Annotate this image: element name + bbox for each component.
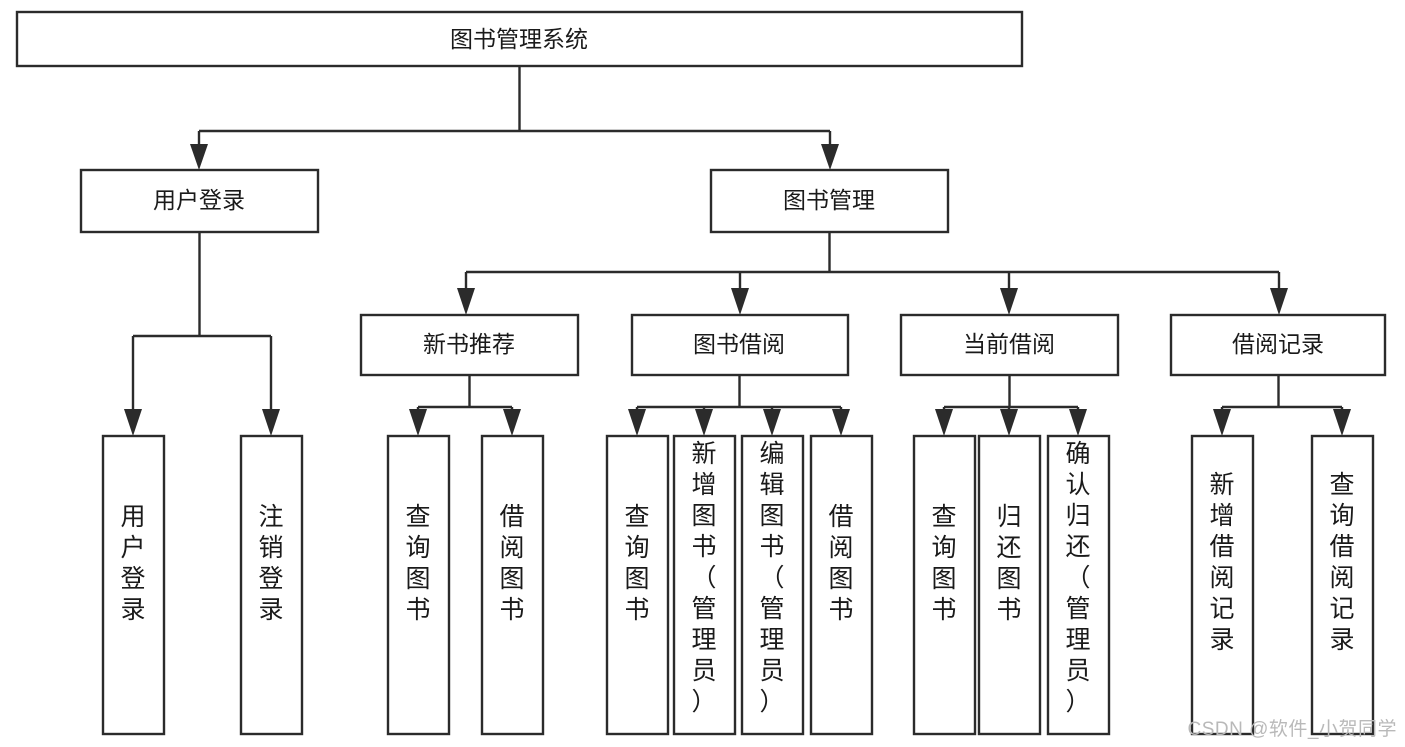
- leaf-label-vertical: 查询借阅记录: [1329, 471, 1354, 654]
- leaf-user-login-logout[interactable]: 注销登录: [239, 434, 304, 736]
- node-borrow-record[interactable]: 借阅记录: [1169, 313, 1387, 377]
- arrow-head-icon: [124, 409, 142, 436]
- arrow-head-icon: [409, 409, 427, 436]
- leaf-label-vertical: 查询图书: [931, 503, 956, 624]
- edge-group-root: [190, 66, 839, 170]
- leaf-label-vertical: 借阅图书: [499, 503, 524, 624]
- leaf-label-vertical: 新增借阅记录: [1209, 471, 1234, 654]
- leaf-new-book-query[interactable]: 查询图书: [386, 434, 451, 736]
- arrow-head-icon: [832, 409, 850, 436]
- arrow-head-icon: [190, 144, 208, 170]
- node-book-borrow[interactable]: 图书借阅: [630, 313, 850, 377]
- leaf-record-add[interactable]: 新增借阅记录: [1190, 434, 1255, 736]
- arrow-head-icon: [457, 288, 475, 315]
- arrow-head-icon: [1000, 288, 1018, 315]
- leaf-label-vertical: 新增图书（管理员）: [691, 440, 716, 716]
- arrow-head-icon: [1069, 409, 1087, 436]
- node-current-borrow[interactable]: 当前借阅: [899, 313, 1120, 377]
- node-book-management[interactable]: 图书管理: [709, 168, 950, 234]
- leaf-label-vertical: 查询图书: [624, 503, 649, 624]
- node-borrow-record-label: 借阅记录: [1232, 331, 1324, 357]
- arrow-head-icon: [731, 288, 749, 315]
- leaf-borrow-query[interactable]: 查询图书: [605, 434, 670, 736]
- leaf-label-vertical: 确认归还（管理员）: [1065, 440, 1090, 716]
- arrow-head-icon: [1000, 409, 1018, 436]
- node-book-borrow-label: 图书借阅: [693, 331, 785, 357]
- leaf-label-vertical: 借阅图书: [828, 503, 853, 624]
- arrow-head-icon: [1213, 409, 1231, 436]
- leaf-borrow-borrow-book[interactable]: 借阅图书: [809, 434, 874, 736]
- node-current-borrow-label: 当前借阅: [963, 331, 1055, 357]
- leaf-label-vertical: 查询图书: [405, 503, 430, 624]
- edge-group-current-borrow: [935, 375, 1087, 436]
- node-new-book-recommend[interactable]: 新书推荐: [359, 313, 580, 377]
- arrow-head-icon: [1333, 409, 1351, 436]
- arrow-head-icon: [763, 409, 781, 436]
- node-root[interactable]: 图书管理系统: [15, 10, 1024, 68]
- leaf-borrow-add-book[interactable]: 新增图书（管理员）: [672, 434, 737, 736]
- arrow-head-icon: [262, 409, 280, 436]
- arrow-head-icon: [628, 409, 646, 436]
- node-user-login-label: 用户登录: [153, 187, 245, 213]
- leaf-user-login-login[interactable]: 用户登录: [101, 434, 166, 736]
- leaf-record-query[interactable]: 查询借阅记录: [1310, 434, 1375, 736]
- edge-group-borrow-record: [1213, 375, 1351, 436]
- leaf-current-query[interactable]: 查询图书: [912, 434, 977, 736]
- leaf-current-confirm-return[interactable]: 确认归还（管理员）: [1046, 434, 1111, 736]
- arrow-head-icon: [503, 409, 521, 436]
- arrow-head-icon: [821, 144, 839, 170]
- node-user-login[interactable]: 用户登录: [79, 168, 320, 234]
- node-book-management-label: 图书管理: [783, 187, 875, 213]
- leaf-label-vertical: 注销登录: [258, 503, 283, 624]
- arrow-head-icon: [935, 409, 953, 436]
- leaf-new-book-borrow[interactable]: 借阅图书: [480, 434, 545, 736]
- leaf-label-vertical: 编辑图书（管理员）: [759, 440, 784, 716]
- edge-group-user-login: [124, 232, 280, 436]
- leaf-label-vertical: 归还图书: [996, 503, 1021, 624]
- edge-group-book-borrow: [628, 375, 850, 436]
- node-root-label: 图书管理系统: [450, 26, 588, 52]
- edge-group-new-book: [409, 375, 521, 436]
- edge-group-book-management: [457, 232, 1288, 315]
- leaf-label-vertical: 用户登录: [120, 503, 145, 624]
- leaf-current-return[interactable]: 归还图书: [977, 434, 1042, 736]
- leaf-borrow-edit-book[interactable]: 编辑图书（管理员）: [740, 434, 805, 736]
- node-new-book-recommend-label: 新书推荐: [423, 331, 515, 357]
- arrow-head-icon: [1270, 288, 1288, 315]
- arrow-head-icon: [695, 409, 713, 436]
